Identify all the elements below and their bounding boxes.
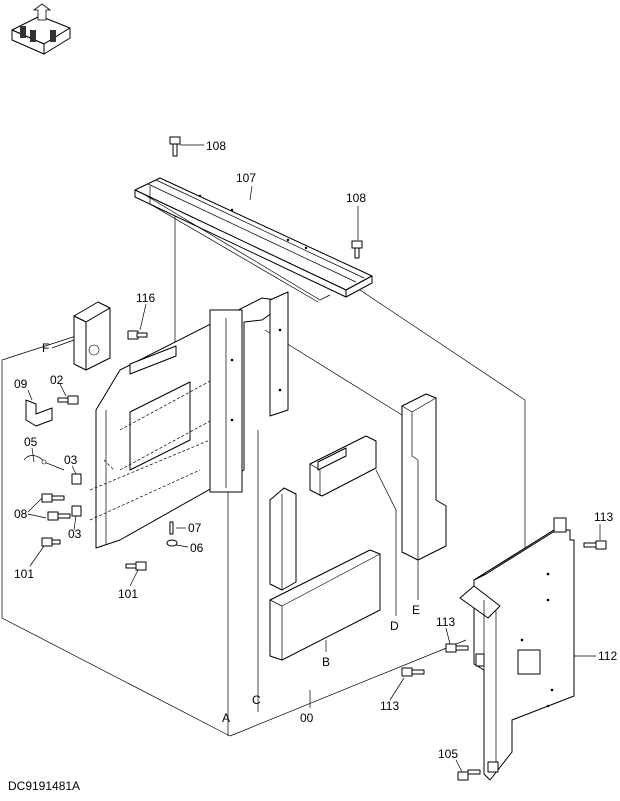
bolts-08	[41, 493, 71, 521]
bracket-09	[25, 399, 53, 427]
assembly-frame-lines	[1, 205, 526, 737]
bolt-02	[57, 395, 79, 405]
callout-03-lower: 03	[68, 527, 82, 541]
callout-05: 05	[24, 435, 38, 449]
bolt-101-left	[41, 537, 61, 547]
callout-C: C	[252, 693, 261, 707]
bolt-101-bottom	[125, 561, 147, 571]
callout-A: A	[222, 711, 230, 725]
callout-112: 112	[598, 649, 617, 663]
side-panel	[89, 291, 289, 549]
callout-108-top: 108	[206, 139, 226, 153]
clip-03-lower	[71, 505, 82, 517]
callout-101-bottom: 101	[118, 587, 138, 601]
callout-101-left: 101	[14, 567, 34, 581]
callout-09: 09	[14, 377, 28, 391]
callout-107: 107	[236, 171, 256, 185]
bolt-113-right	[583, 540, 607, 550]
callout-labels: 108 107 108 116 F 09 02 05 03 08 03 07 0…	[14, 139, 617, 761]
bracket-112	[459, 517, 575, 781]
callout-113-right: 113	[594, 510, 613, 524]
bolt-113-lower	[401, 667, 425, 677]
callout-105: 105	[438, 747, 458, 761]
callout-07: 07	[188, 521, 202, 535]
callout-00: 00	[300, 711, 314, 725]
callout-E: E	[412, 603, 420, 617]
callout-D: D	[390, 619, 399, 633]
callout-113-mid: 113	[436, 615, 455, 629]
pin-07	[169, 521, 174, 535]
callout-03-upper: 03	[64, 453, 78, 467]
pad-E	[401, 393, 447, 561]
callout-116: 116	[136, 291, 155, 305]
callout-108-right: 108	[346, 191, 366, 205]
drawing-code: DC9191481A	[8, 779, 80, 793]
callout-F: F	[42, 341, 49, 355]
bolt-108-right	[351, 240, 363, 259]
bolt-116	[127, 330, 148, 340]
bolt-113-mid	[445, 643, 469, 653]
pad-B	[269, 549, 381, 661]
callout-02: 02	[50, 373, 64, 387]
machine-orientation-icon	[11, 3, 71, 55]
pad-C	[269, 487, 297, 591]
pad-D	[309, 435, 377, 497]
callout-08: 08	[14, 507, 28, 521]
bolt-108-top	[169, 136, 181, 157]
callout-113-lower: 113	[380, 699, 399, 713]
clip-03-upper	[71, 473, 82, 485]
top-cover-107	[134, 177, 373, 303]
pad-F	[73, 301, 111, 371]
bolt-105	[457, 769, 481, 781]
callout-B: B	[322, 655, 330, 669]
callout-06: 06	[190, 541, 204, 555]
leader-lines	[27, 144, 601, 773]
washer-06	[166, 539, 178, 547]
hose-05	[23, 455, 65, 471]
